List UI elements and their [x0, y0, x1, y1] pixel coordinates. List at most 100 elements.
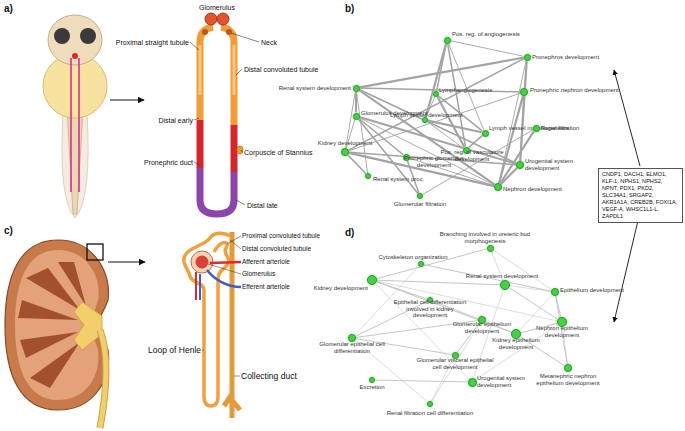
network-link	[450, 41, 523, 57]
term-node: Kidney epithelium development	[511, 329, 521, 339]
panel-letter: c)	[4, 226, 13, 236]
term-node: Renal system proc.	[365, 173, 371, 179]
leader-line	[194, 118, 199, 120]
leader-line	[236, 69, 242, 75]
term-label: Pos. reg. of vasculature development	[439, 149, 505, 162]
leader-lines	[190, 33, 259, 205]
neck	[202, 29, 208, 35]
network-link	[427, 122, 463, 148]
tubule-segment	[221, 27, 234, 125]
term-node: Lymphangiogenesis	[433, 91, 439, 97]
part-label: Glomerulus	[199, 4, 235, 11]
leader-line	[234, 376, 240, 377]
term-node: Nephron development	[494, 183, 502, 191]
term-node: Metanephric nephron epithelium developme…	[564, 364, 572, 372]
term-label: Glomerular epithelial cell differentiati…	[315, 341, 390, 354]
network-link	[510, 286, 551, 292]
tubule-segment	[231, 125, 238, 172]
network-edges	[346, 41, 568, 402]
network-link	[375, 380, 468, 382]
leader-line	[241, 150, 242, 152]
part-label: Glomerulus	[242, 271, 275, 278]
term-label: Lymph vessel development	[390, 112, 480, 119]
network-link	[469, 135, 483, 147]
term-label: Pos. reg. of angiogenesis	[452, 31, 537, 38]
network-link	[428, 121, 482, 133]
panel-letter: b)	[345, 4, 354, 14]
term-label: Renal filtration cell differentiation	[385, 410, 475, 417]
network-link	[377, 280, 500, 285]
leader-line	[202, 350, 204, 351]
kidney-outline	[5, 240, 109, 410]
leader-line	[208, 264, 241, 274]
term-label: Pronephros development	[532, 54, 607, 61]
part-label: Distal convoluted tubule	[242, 246, 311, 253]
part-label: Proximal straight tubule	[116, 39, 189, 46]
term-node: Pronephric nephron development	[520, 88, 528, 96]
tubule-segment	[200, 168, 234, 214]
term-label: Pronephric nephron development	[530, 87, 622, 94]
term-label: Kidney development	[310, 140, 380, 147]
term-label: Kidney development	[288, 285, 368, 292]
part-label: Neck	[261, 39, 277, 46]
leader-line	[230, 240, 241, 249]
corpuscle-of-stannius	[237, 146, 243, 154]
term-label: Metanephric nephron epithelium developme…	[530, 373, 606, 386]
kidney-illustration	[5, 240, 145, 428]
term-node: Lymph vessel development	[422, 117, 428, 123]
neck	[226, 29, 232, 35]
term-node: Renal filtration	[533, 125, 540, 132]
term-label: Excretion	[347, 384, 397, 391]
term-label: Glomerular filtration	[385, 201, 455, 208]
tubule-highlight	[200, 45, 234, 95]
leader-line	[227, 236, 241, 244]
term-node: Pos. reg. of angiogenesis	[444, 37, 451, 44]
glomerulus	[205, 13, 217, 25]
part-label: Distal early	[158, 117, 193, 124]
term-label: Cytoskeleton organization	[373, 254, 453, 261]
term-node: Urogenital system development	[516, 161, 524, 169]
term-node: Pronephros development	[524, 54, 531, 61]
term-node: Glomerular epithelium development	[478, 316, 486, 324]
network-link	[493, 250, 552, 290]
term-node: Kidney development	[367, 275, 377, 285]
fish-eye	[80, 28, 96, 44]
glomerulus	[217, 13, 229, 25]
part-label: Corpuscle of Stannius	[244, 149, 312, 156]
part-label: Efferent arteriole	[242, 284, 290, 291]
term-label: Glomerular visceral epithelial cell deve…	[413, 357, 498, 370]
network-link	[519, 295, 552, 330]
term-label: Nephron development	[503, 186, 573, 193]
network-link	[501, 168, 517, 184]
zoom-box	[87, 244, 103, 260]
term-label: Renal system development	[266, 85, 351, 92]
fish-eye	[54, 28, 70, 44]
glomerulus	[196, 256, 209, 269]
gene-list: CNDP1, DACH1, ELMO1, KLF-1, NPHS1, NPHS2…	[602, 171, 679, 220]
term-label: Urogenital system development	[525, 158, 591, 171]
part-label: Collecting duct	[241, 372, 297, 381]
network-link	[359, 58, 523, 88]
network-link	[457, 323, 479, 352]
network-link	[349, 59, 524, 151]
ureter	[100, 330, 106, 428]
panel-letter: a)	[4, 4, 13, 14]
term-node: Pronephric glomerulus development	[403, 154, 410, 161]
term-node: Epithelium development	[551, 288, 559, 296]
pointer-arrow	[614, 70, 640, 166]
term-node: Urogenital system development	[468, 378, 477, 387]
fish-tail	[67, 108, 83, 214]
pronephros-sketch	[71, 58, 79, 192]
term-label: Renal system proc.	[373, 176, 433, 183]
term-node: Excretion	[369, 377, 375, 383]
pointer-arrow	[614, 212, 640, 322]
renal-pyramid	[18, 262, 86, 388]
glomerulus-sketch	[72, 53, 78, 59]
leader-line	[231, 33, 259, 42]
bowman-capsule	[191, 251, 213, 273]
term-node: Renal system development	[353, 85, 360, 92]
blood-vessel	[199, 274, 201, 300]
part-label: Proximal convoluted tubule	[242, 233, 320, 240]
